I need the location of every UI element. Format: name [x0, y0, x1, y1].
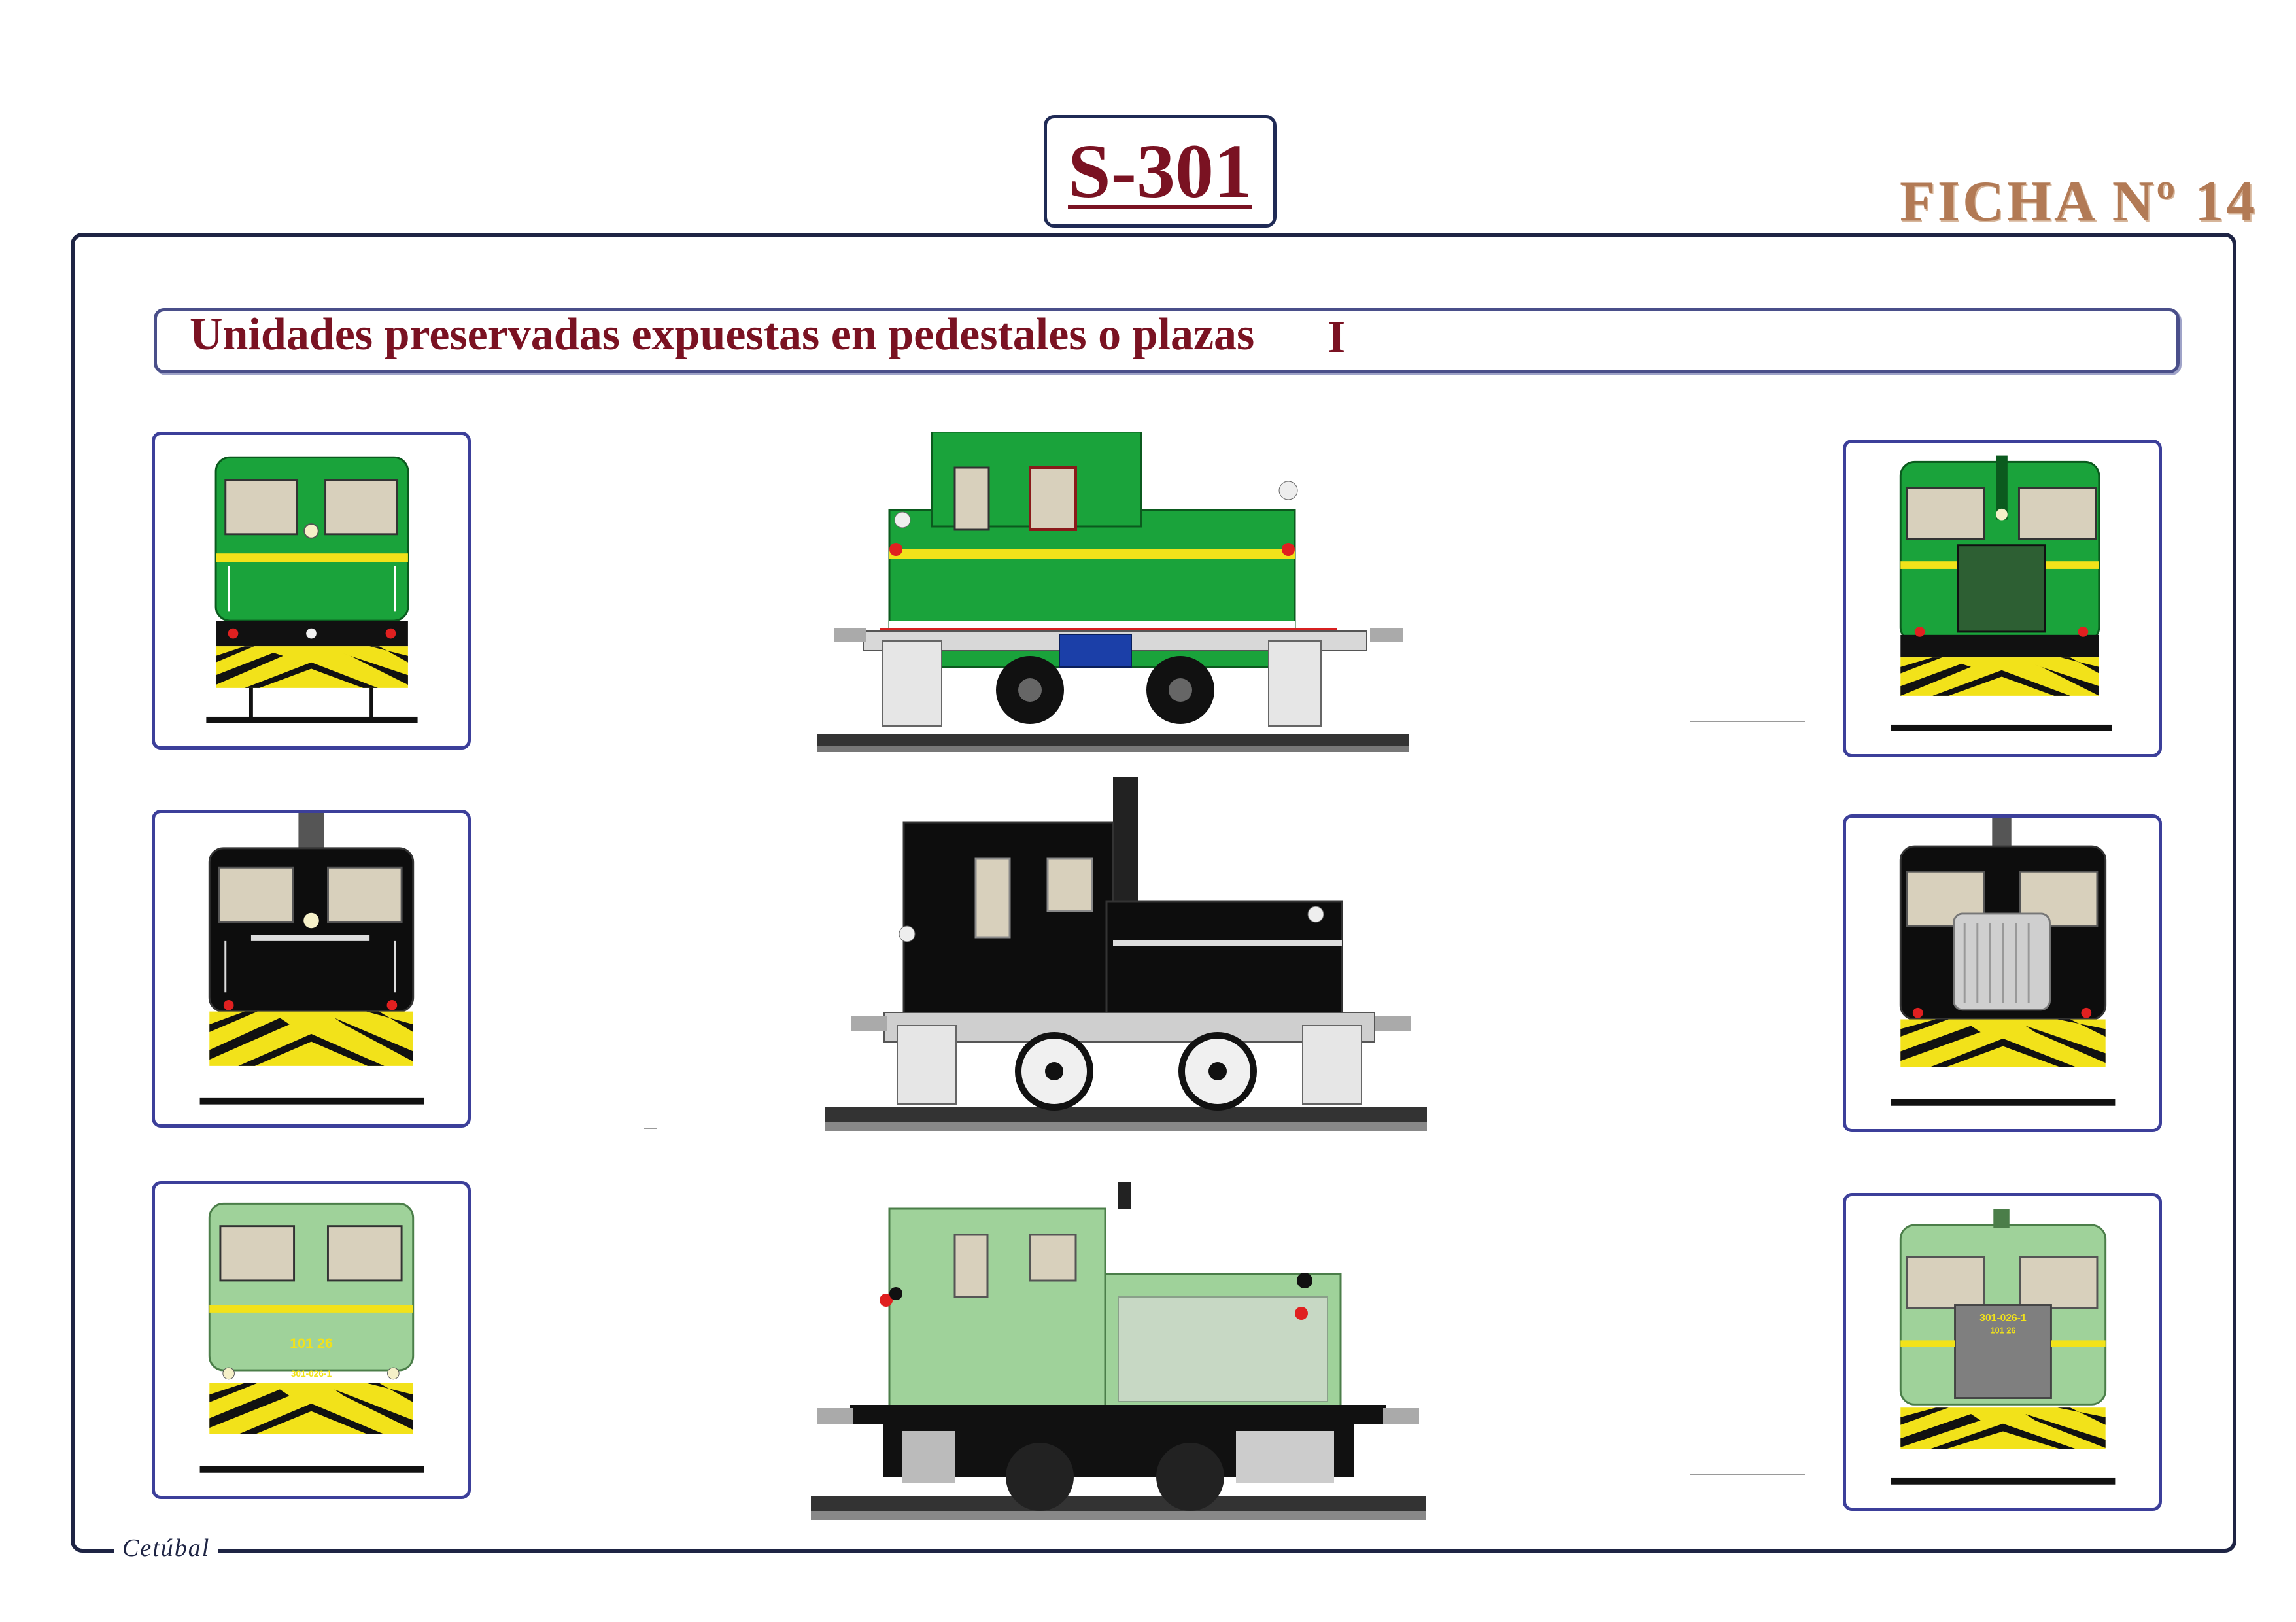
front-view-hood-row-2 [1843, 814, 2162, 1132]
subtitle-part: I [1328, 312, 1346, 362]
locomotive-front-hood-black [1891, 818, 2116, 1106]
hood-number-label: 101 26 [1991, 1326, 2016, 1336]
divider-line [1690, 721, 1805, 722]
front-view-cab-row-1 [152, 432, 471, 750]
locomotive-side-view-row-1 [817, 432, 1409, 752]
title-box: S-301 [1044, 115, 1277, 228]
locomotive-front-cab-black [199, 813, 424, 1105]
front-view-hood-row-1 [1843, 440, 2162, 757]
locomotive-front-hood-light-green: 301-026-1 101 26 [1891, 1209, 2116, 1485]
main-frame [71, 233, 2236, 1553]
author-credit: Cetúbal [114, 1534, 218, 1562]
locomotive-front-hood-green [1891, 455, 2112, 731]
ficha-number: FICHA Nº 14 [1900, 170, 2258, 233]
page-title: S-301 [1068, 128, 1252, 214]
subtitle-box [154, 308, 2180, 373]
front-view-cab-row-3: 101 26 301-026-1 [152, 1181, 471, 1499]
front-number-label: 101 26 [290, 1336, 333, 1351]
locomotive-front-cab-light-green: 101 26 301-026-1 [199, 1202, 424, 1473]
locomotive-side-view-row-3 [811, 1182, 1426, 1520]
divider-line [1690, 1474, 1805, 1475]
front-view-cab-row-2 [152, 810, 471, 1128]
front-code-label: 301-026-1 [291, 1369, 332, 1379]
front-view-hood-row-3: 301-026-1 101 26 [1843, 1193, 2162, 1511]
locomotive-side-view-row-2 [825, 777, 1427, 1131]
divider-line [644, 1128, 657, 1129]
hood-code-label: 301-026-1 [1979, 1313, 2027, 1324]
subtitle: Unidades preservadas expuestas en pedest… [190, 309, 1255, 360]
locomotive-front-cab-green [206, 456, 418, 723]
hazard-chevrons [216, 646, 408, 688]
